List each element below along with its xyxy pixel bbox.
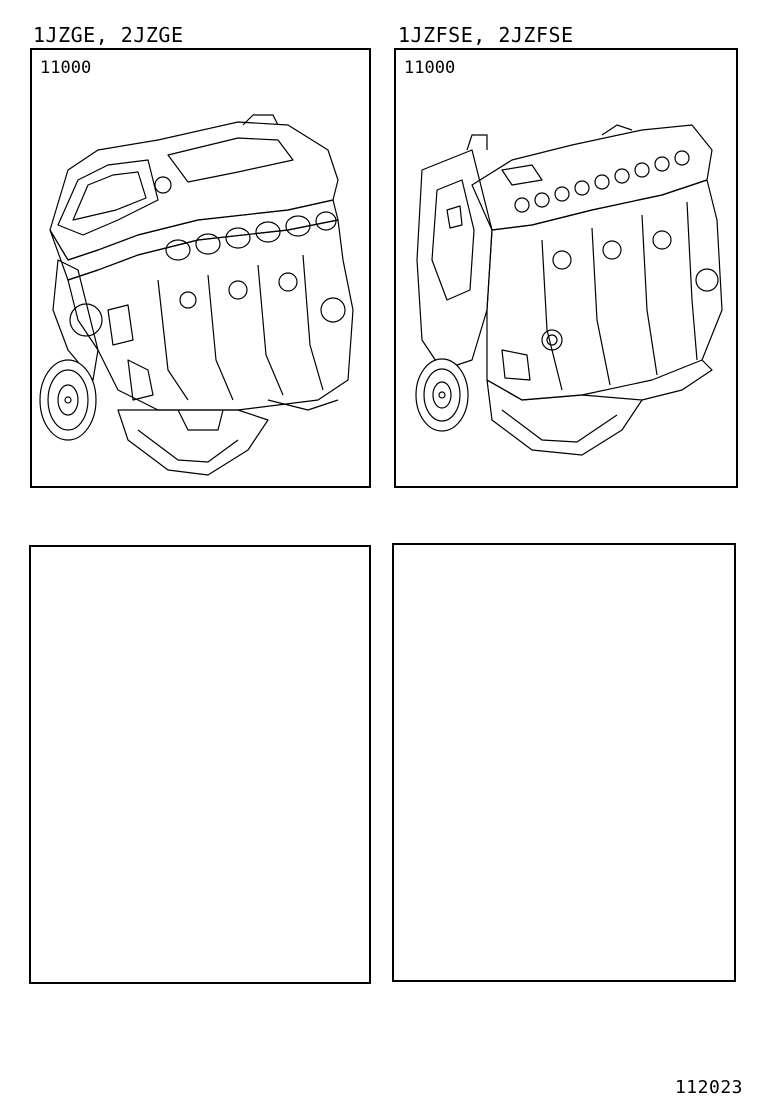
empty-panel-left <box>29 545 371 984</box>
part-number: 11000 <box>40 58 92 78</box>
part-panel-right[interactable]: 11000 <box>394 48 738 488</box>
engine-assembly-icon <box>38 110 363 485</box>
page-code: 112023 <box>674 1077 743 1098</box>
part-number: 11000 <box>404 58 456 78</box>
empty-panel-right <box>392 543 736 982</box>
engine-assembly-icon <box>402 110 732 480</box>
group-heading-right: 1JZFSE, 2JZFSE <box>398 23 574 47</box>
part-panel-left[interactable]: 11000 <box>30 48 371 488</box>
group-heading-left: 1JZGE, 2JZGE <box>33 23 184 47</box>
